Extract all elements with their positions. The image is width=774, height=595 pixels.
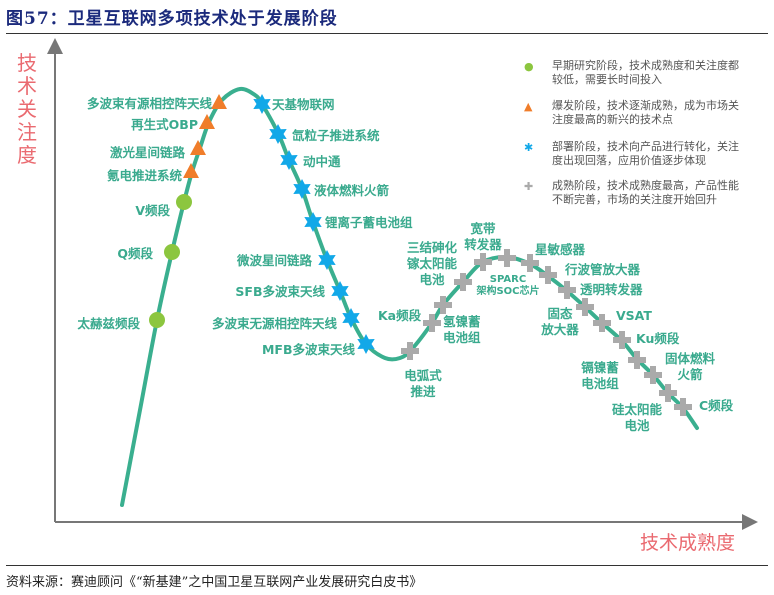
technology-label: SPARC 架构SOC芯片 xyxy=(476,274,540,297)
marker-circle-icon xyxy=(149,312,165,328)
marker-cross-icon xyxy=(474,253,492,271)
technology-label: Q频段 xyxy=(117,246,153,261)
technology-label: 行波管放大器 xyxy=(565,262,641,277)
technology-label: MFB多波束天线 xyxy=(261,342,355,357)
marker-cross-icon xyxy=(434,296,452,314)
technology-label: V频段 xyxy=(135,203,170,218)
marker-star-icon xyxy=(293,179,311,199)
marker-cross-icon xyxy=(558,281,576,299)
legend-star-icon: ✱ xyxy=(524,141,534,154)
marker-star-icon xyxy=(318,250,336,270)
marker-circle-icon xyxy=(176,194,192,210)
technology-label: 氢镍蓄 电池组 xyxy=(443,314,481,345)
marker-cross-icon xyxy=(674,398,692,416)
technology-label: 氪电推进系统 xyxy=(106,168,182,183)
marker-cross-icon xyxy=(521,254,539,272)
marker-cross-icon xyxy=(498,249,516,267)
marker-cross-icon xyxy=(401,342,419,360)
marker-cross-icon xyxy=(576,298,594,316)
technology-label: 宽带 转发器 xyxy=(464,221,502,252)
technology-label: 激光星间链路 xyxy=(109,145,185,160)
marker-circle-icon xyxy=(164,244,180,260)
marker-star-icon xyxy=(253,94,271,114)
marker-cross-icon xyxy=(644,366,662,384)
marker-cross-icon xyxy=(659,384,677,402)
technology-label: 天基物联网 xyxy=(272,97,335,112)
legend-text: 成熟阶段，技术成熟度最高，产品性能不断完善，市场的关注度开始回升 xyxy=(552,179,739,206)
technology-label: 液体燃料火箭 xyxy=(314,183,390,198)
legend-text: 部署阶段，技术向产品进行转化，关注度出现回落，应用价值逐步体现 xyxy=(552,140,739,167)
technology-label: 太赫兹频段 xyxy=(77,316,140,331)
technology-label: 星敏感器 xyxy=(535,242,586,257)
legend-text: 早期研究阶段，技术成熟度和关注度都较低，需要长时间投入 xyxy=(552,59,739,86)
marker-triangle-icon xyxy=(183,163,199,178)
technology-label: 硅太阳能 电池 xyxy=(611,402,662,433)
y-axis-label: 技术关注度 xyxy=(17,51,37,167)
technology-label: 多波束无源相控阵天线 xyxy=(211,316,337,331)
technology-label: 固体燃料 火箭 xyxy=(664,351,715,382)
source-divider xyxy=(6,565,768,566)
marker-triangle-icon xyxy=(211,94,227,109)
legend-cross-icon: ✚ xyxy=(524,180,534,193)
technology-label: Ka频段 xyxy=(378,308,422,323)
legend-circle-icon: ● xyxy=(524,60,534,73)
marker-cross-icon xyxy=(593,314,611,332)
marker-cross-icon xyxy=(539,266,557,284)
technology-label: 透明转发器 xyxy=(580,282,643,297)
source-note: 资料来源：赛迪顾问《“新基建”之中国卫星互联网产业发展研究白皮书》 xyxy=(6,575,423,590)
x-axis-label: 技术成熟度 xyxy=(640,532,736,554)
legend-text: 爆发阶段，技术逐渐成熟，成为市场关注度最高的新兴的技术点 xyxy=(552,99,739,126)
figure-title: 图57：卫星互联网多项技术处于发展阶段 xyxy=(6,9,338,29)
technology-label: 三结砷化 镓太阳能 电池 xyxy=(406,240,457,287)
marker-star-icon xyxy=(304,212,322,232)
technology-label: VSAT xyxy=(616,308,652,323)
marker-cross-icon xyxy=(423,314,441,332)
technology-label: 镉镍蓄 电池组 xyxy=(581,360,619,391)
marker-star-icon xyxy=(269,124,287,144)
marker-cross-icon xyxy=(613,331,631,349)
title-divider xyxy=(6,33,768,34)
technology-label: 氙粒子推进系统 xyxy=(292,128,380,143)
technology-label: 电弧式 推进 xyxy=(404,368,442,399)
technology-label: C频段 xyxy=(699,398,734,413)
technology-label: SFB多波束天线 xyxy=(235,284,325,299)
technology-label: 锂离子蓄电池组 xyxy=(325,215,413,230)
technology-label: 固态 放大器 xyxy=(541,306,579,337)
legend-triangle-icon: ▲ xyxy=(524,100,533,113)
marker-star-icon xyxy=(342,308,360,328)
marker-triangle-icon xyxy=(190,140,206,155)
technology-label: Ku频段 xyxy=(636,331,680,346)
technology-label: 微波星间链路 xyxy=(236,253,312,268)
marker-star-icon xyxy=(280,150,298,170)
marker-cross-icon xyxy=(628,351,646,369)
marker-cross-icon xyxy=(454,273,472,291)
marker-star-icon xyxy=(357,334,375,354)
technology-label: 多波束有源相控阵天线 xyxy=(86,96,212,111)
technology-label: 动中通 xyxy=(303,154,341,169)
marker-star-icon xyxy=(331,281,349,301)
technology-label: 再生式OBP xyxy=(131,117,198,132)
marker-triangle-icon xyxy=(199,114,215,129)
